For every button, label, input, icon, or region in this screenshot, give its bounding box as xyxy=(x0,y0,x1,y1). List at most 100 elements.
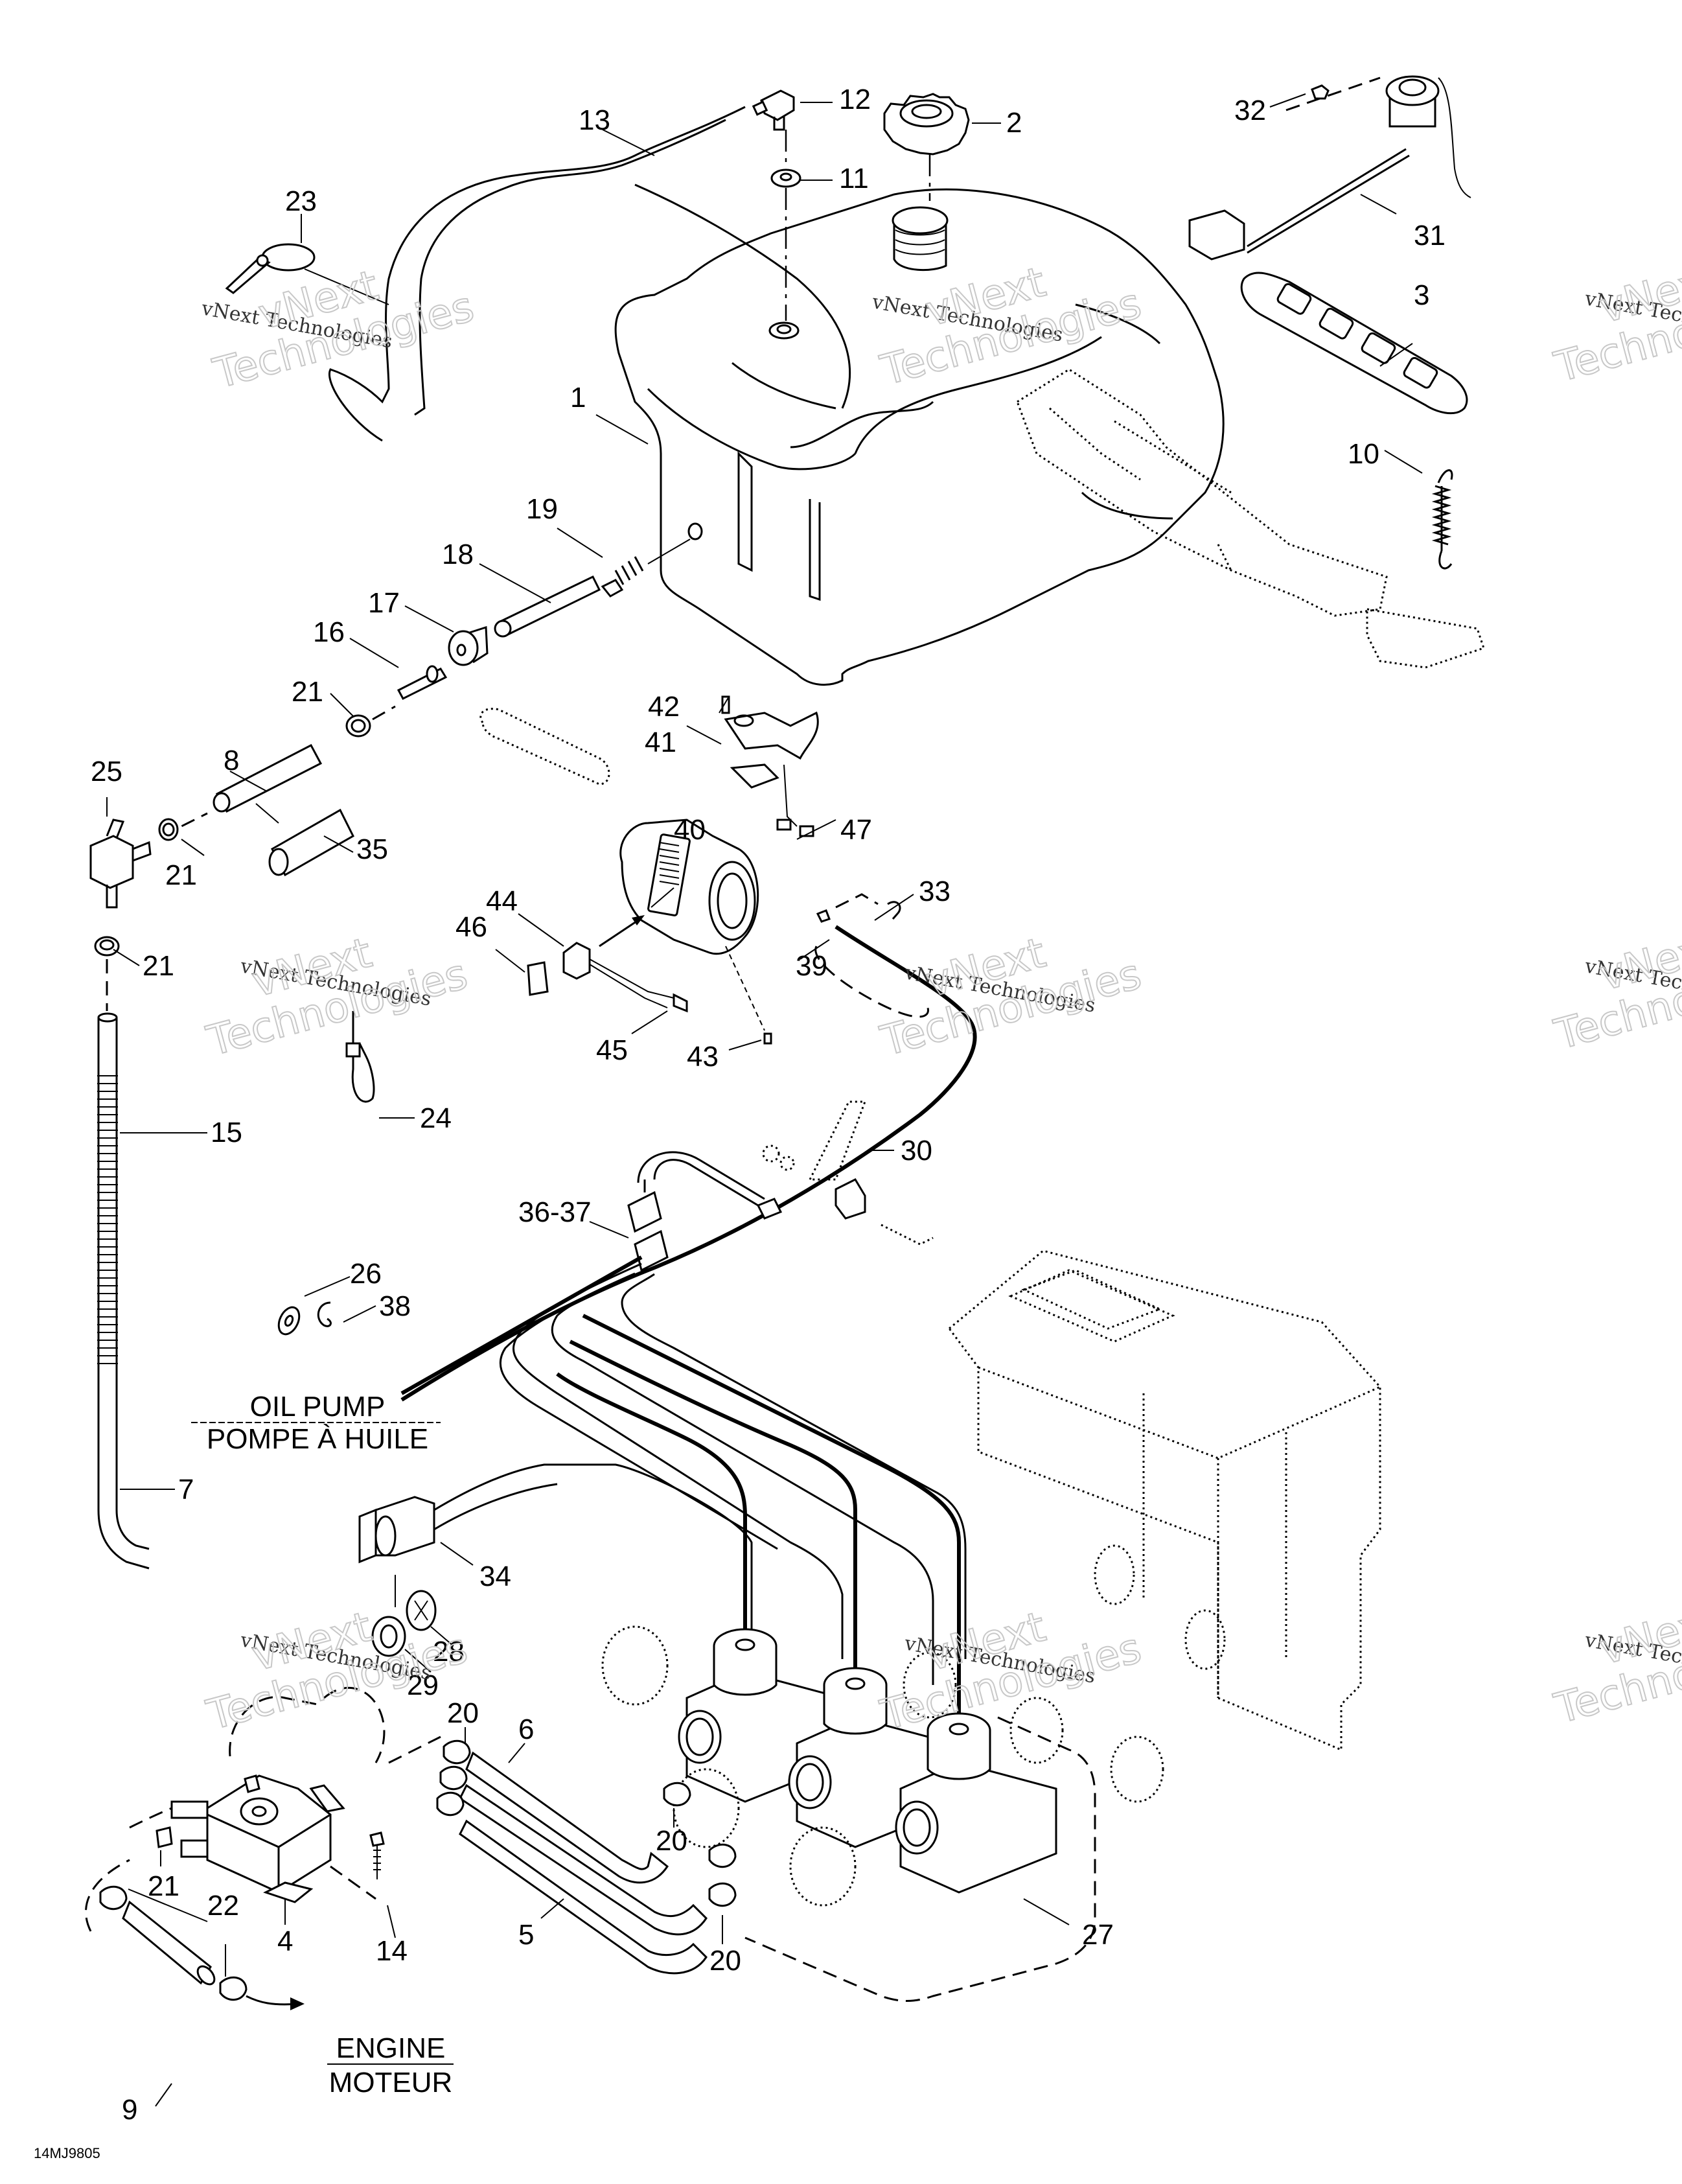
oil-pump-note: OIL PUMP POMPE À HUILE xyxy=(191,1391,441,1455)
callout-36-37: 36-37 xyxy=(518,1196,592,1228)
callout-labels: 13 12 11 2 23 32 31 3 10 1 19 18 17 16 2… xyxy=(91,84,1446,2126)
intake-boot xyxy=(1009,1697,1064,1764)
fuel-level-sensor xyxy=(1188,75,1471,261)
throttle-housing xyxy=(619,819,759,955)
callout-7: 7 xyxy=(178,1474,194,1505)
drain-hose xyxy=(122,1900,216,1986)
watermark: vNext Technologies xyxy=(202,929,473,1067)
callout-21-upper: 21 xyxy=(292,676,323,708)
leader-line xyxy=(647,539,691,564)
oil-line xyxy=(556,1372,747,1630)
oil-line xyxy=(582,1314,961,1714)
fuel-pump xyxy=(170,1774,345,1903)
grommet xyxy=(770,168,801,188)
fuel-fitting xyxy=(397,665,448,700)
watermark: vNext Technologies xyxy=(1549,1596,1682,1734)
callout-10: 10 xyxy=(1348,438,1379,470)
callout-45: 45 xyxy=(596,1034,628,1066)
engine-outline xyxy=(947,1249,1381,1752)
tank-grommet xyxy=(448,625,489,666)
callout-35: 35 xyxy=(356,833,388,865)
set-screw xyxy=(763,1032,772,1045)
callout-4: 4 xyxy=(277,1925,293,1957)
engine-note: ENGINE MOTEUR xyxy=(327,2032,454,2098)
callout-43: 43 xyxy=(687,1041,719,1073)
leader-line xyxy=(330,1865,376,1900)
callout-42: 42 xyxy=(648,691,680,723)
callout-21-pump: 21 xyxy=(148,1870,179,1902)
callout-8: 8 xyxy=(224,745,239,776)
callout-47: 47 xyxy=(840,814,872,846)
callout-21-mid: 21 xyxy=(165,859,197,891)
hose-clamp xyxy=(436,1791,465,1817)
callout-16: 16 xyxy=(313,616,345,648)
fuel-hose xyxy=(213,743,323,813)
intake-boot xyxy=(789,1826,857,1907)
tie-strap xyxy=(225,243,316,294)
washer xyxy=(277,1306,301,1336)
callout-17: 17 xyxy=(368,587,400,619)
fuel-hose-5 xyxy=(459,1783,708,1975)
elbow-fitting xyxy=(752,89,795,131)
nut xyxy=(1311,84,1330,100)
terminal-connector xyxy=(776,819,814,837)
fuel-tank xyxy=(614,188,1485,686)
wiring-harness xyxy=(400,1151,967,1685)
callout-33: 33 xyxy=(919,876,950,907)
intake-boot xyxy=(1110,1736,1164,1803)
oil-pump-label-fr: POMPE À HUILE xyxy=(207,1423,428,1455)
callout-20-mid: 20 xyxy=(656,1825,687,1857)
hose-clamp xyxy=(708,1882,737,1907)
oil-seal xyxy=(406,1590,437,1631)
cable-tie xyxy=(345,1011,375,1103)
callout-15: 15 xyxy=(211,1117,242,1148)
leader-lines xyxy=(113,93,1423,2107)
callout-13: 13 xyxy=(579,104,610,136)
callout-44: 44 xyxy=(486,885,518,917)
hose-clamp xyxy=(345,714,371,738)
callout-11: 11 xyxy=(839,163,869,194)
engine-label-fr: MOTEUR xyxy=(329,2067,453,2098)
engine-arrow-head xyxy=(290,1997,305,2010)
kill-switch xyxy=(562,942,688,1013)
filter-spring xyxy=(601,556,644,598)
callout-23: 23 xyxy=(285,185,317,217)
fuel-line xyxy=(97,1012,150,1570)
callout-27: 27 xyxy=(1082,1919,1114,1951)
handlebar-grip xyxy=(479,708,610,785)
callout-20-top: 20 xyxy=(447,1697,479,1729)
switch-cap xyxy=(527,961,549,996)
hose-clamp xyxy=(219,1976,248,2001)
oil-pump-label-en: OIL PUMP xyxy=(250,1391,386,1423)
vent-tube xyxy=(328,106,851,442)
fuel-valve xyxy=(89,819,152,909)
callout-26: 26 xyxy=(350,1258,382,1290)
watermark: vNext Technologies xyxy=(1549,255,1682,393)
callout-46: 46 xyxy=(455,911,487,943)
hose-clamp xyxy=(708,1843,737,1868)
hose-clamp xyxy=(156,1826,173,1848)
throttle-cable xyxy=(400,893,977,1402)
protective-sleeve xyxy=(268,808,354,877)
intake-boot xyxy=(673,1768,740,1848)
clip xyxy=(317,1301,332,1327)
arrow-head xyxy=(632,915,645,925)
hose-clamp xyxy=(99,1885,128,1911)
cable-bracket xyxy=(762,1100,934,1246)
callout-40: 40 xyxy=(674,814,706,846)
callout-32: 32 xyxy=(1234,95,1266,126)
oil-line xyxy=(569,1340,857,1669)
watermark: vNext Technologies xyxy=(875,1603,1147,1741)
callout-9: 9 xyxy=(122,2094,137,2126)
callout-21-lower: 21 xyxy=(143,950,174,982)
watermark: vNext Technologies xyxy=(875,929,1147,1067)
callout-30: 30 xyxy=(901,1135,932,1167)
hose-clamp xyxy=(663,1782,691,1807)
callout-31: 31 xyxy=(1414,220,1446,251)
drawing-code: 14MJ9805 xyxy=(34,2145,100,2161)
callout-3: 3 xyxy=(1414,279,1429,311)
throttle-lever xyxy=(724,711,819,827)
pump-screw xyxy=(369,1831,385,1879)
fuel-cap xyxy=(883,93,970,156)
hose-clamp xyxy=(94,936,120,957)
